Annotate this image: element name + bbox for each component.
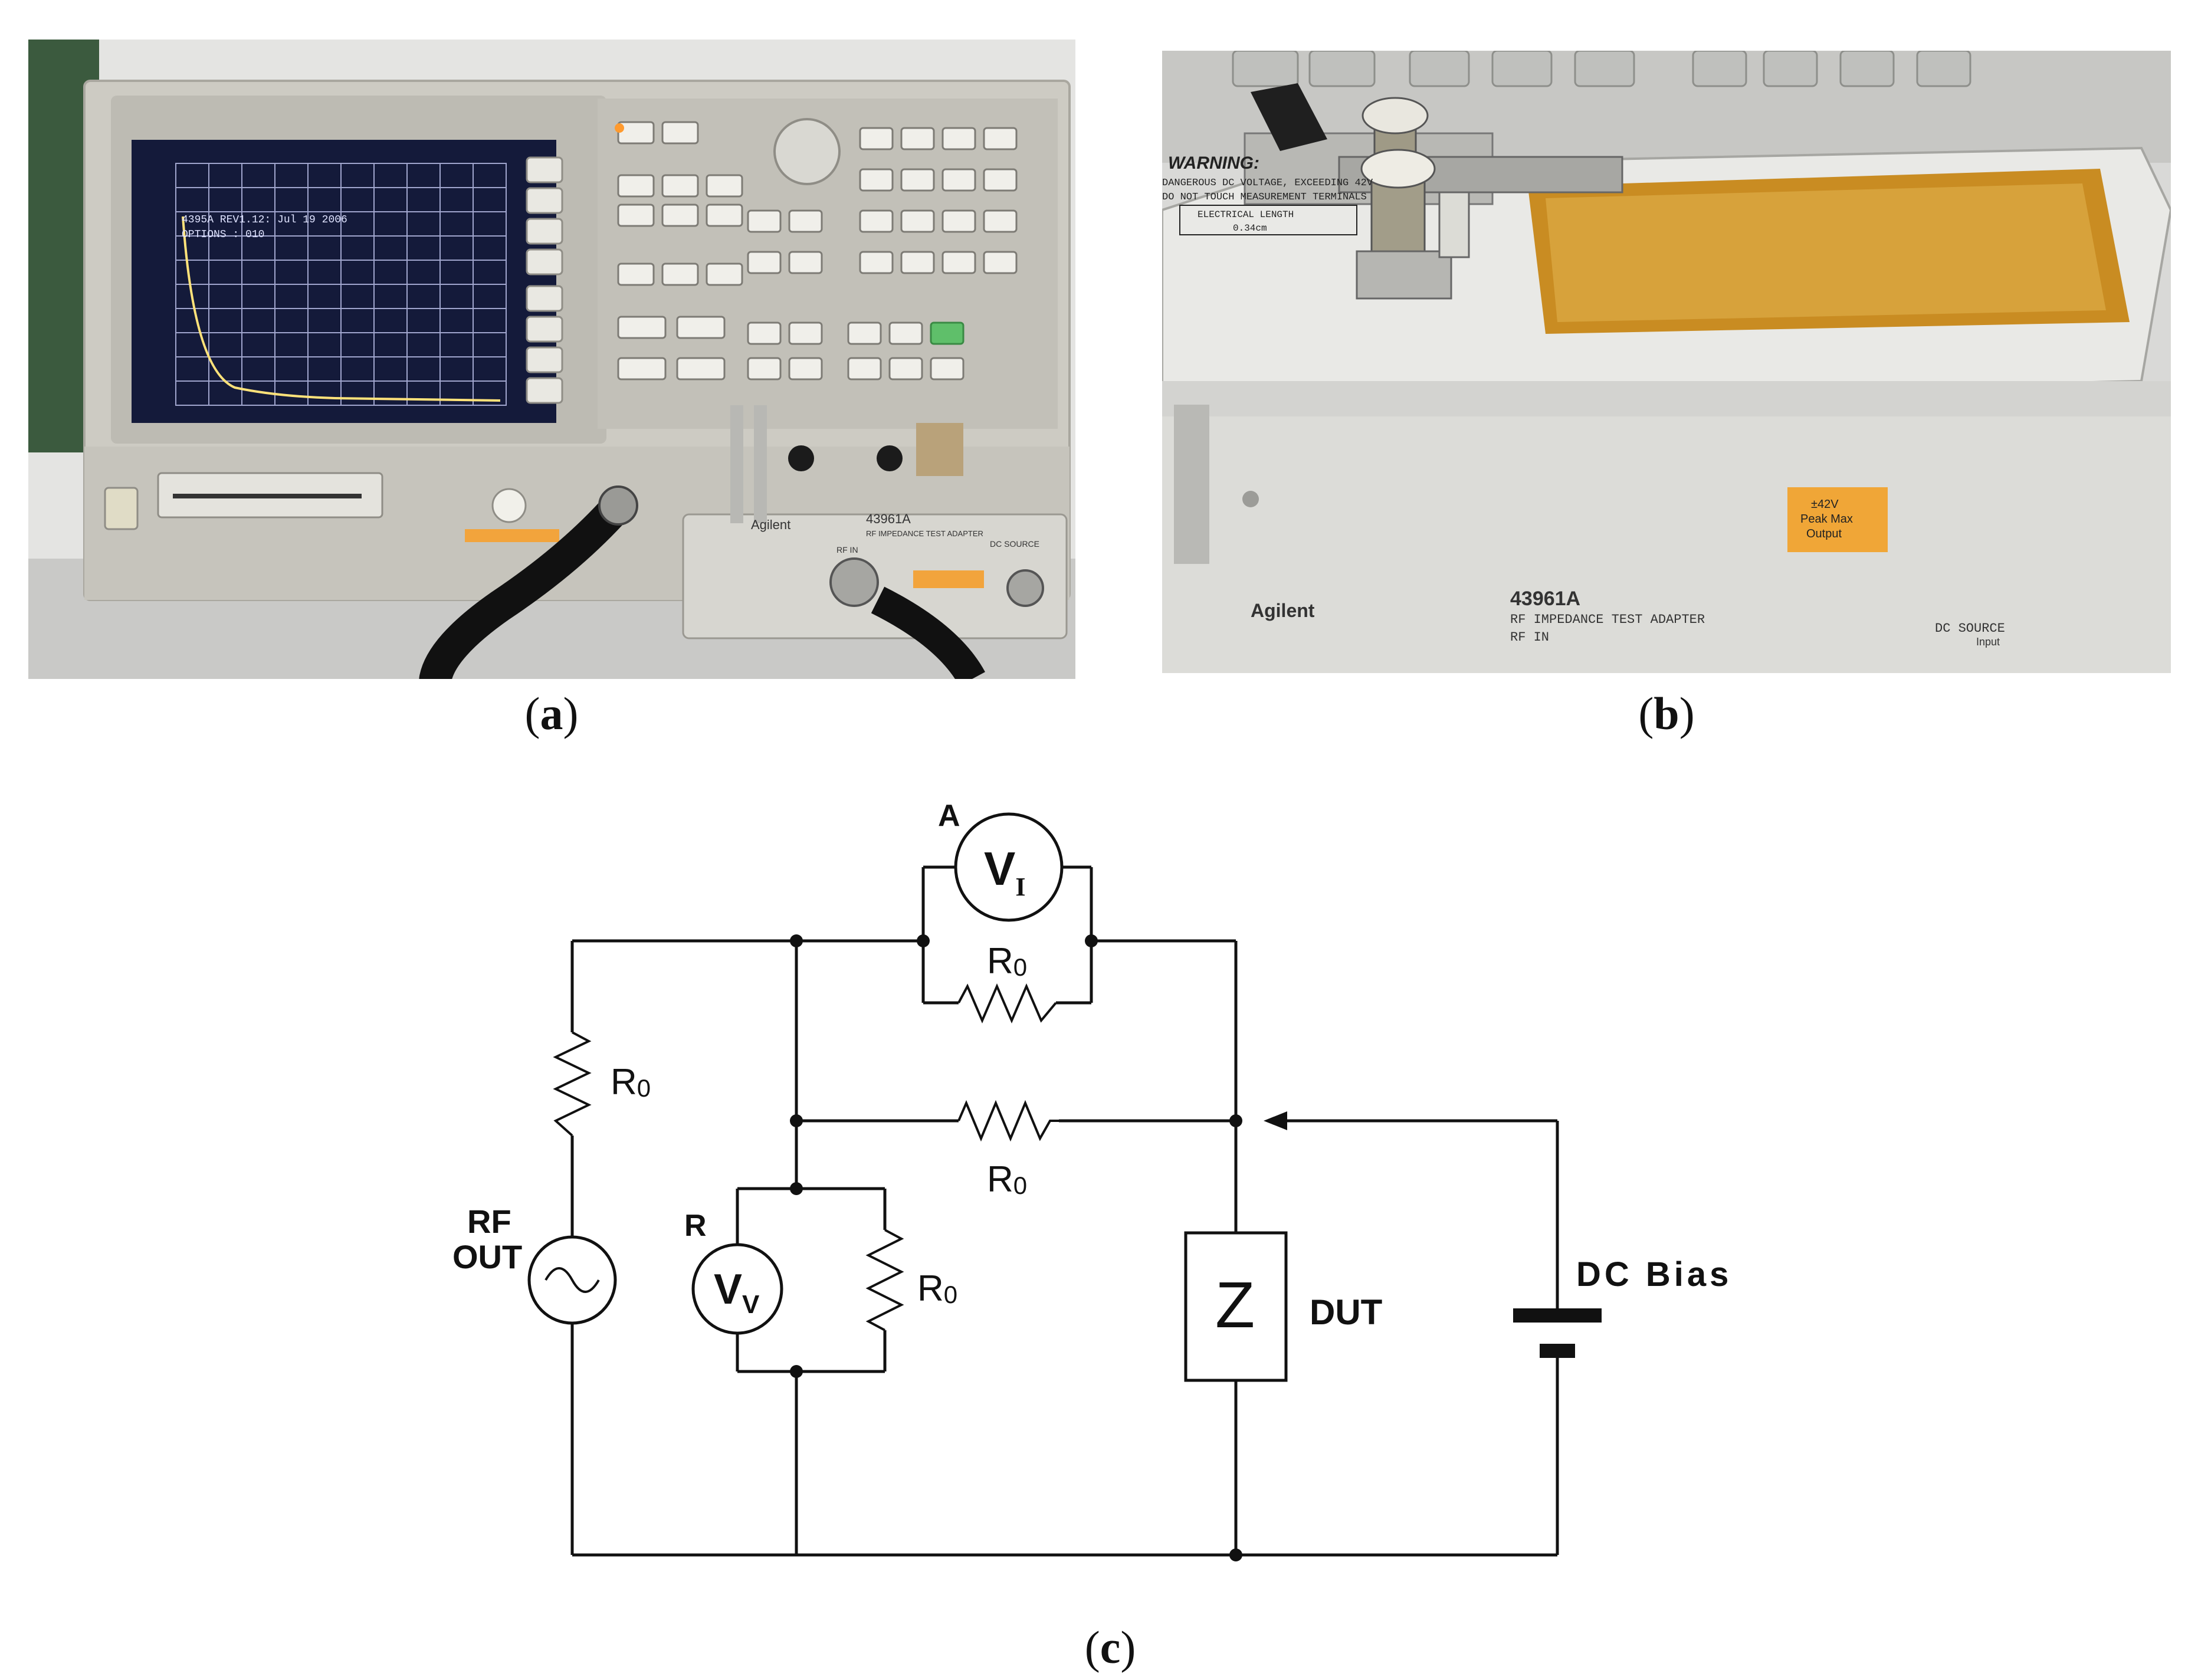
electrical-length-label: ELECTRICAL LENGTH [1198, 209, 1294, 220]
photo-panel-b: WARNING: DANGEROUS DC VOLTAGE, EXCEEDING… [1162, 51, 2171, 673]
meter-a-symbol: VI [984, 842, 1025, 901]
adapter-name-text-b: RF IMPEDANCE TEST ADAPTER [1510, 612, 1705, 627]
adapter-closeup-illustration: WARNING: DANGEROUS DC VOLTAGE, EXCEEDING… [1162, 51, 2171, 673]
battery-long-plate [1513, 1308, 1602, 1323]
adapter-name-text: RF IMPEDANCE TEST ADAPTER [866, 529, 983, 538]
screen-line-1: 4395A REV1.12: Jul 19 2006 [182, 214, 347, 226]
brand-text: Agilent [1251, 600, 1315, 621]
warning-text-1: DANGEROUS DC VOLTAGE, EXCEEDING 42V [1162, 178, 1373, 189]
sticker-line-2: Peak Max [1800, 513, 1853, 526]
voltmeter-r-icon [691, 1243, 783, 1335]
dut-box [1184, 1231, 1288, 1382]
adapter-brand-text: Agilent [751, 517, 790, 532]
sticker-line-1: ±42V [1811, 498, 1839, 511]
meter-a-label: A [938, 799, 960, 833]
circuit-wires [570, 865, 1559, 1557]
meter-r-symbol: VV [714, 1266, 760, 1319]
screen-line-2: OPTIONS : 010 [182, 229, 264, 241]
dc-bias-label: DC Bias [1576, 1255, 1732, 1294]
adapter-dc-source-text: DC SOURCE [990, 539, 1039, 549]
caption-b: (b) [1638, 688, 1695, 739]
analyzer-photo-illustration: Agilent 43961A RF IMPEDANCE TEST ADAPTER… [28, 40, 1075, 679]
dc-bias-arrow-icon [1264, 1111, 1287, 1130]
battery-short-plate [1540, 1344, 1575, 1358]
dc-source-text-b: DC SOURCE [1935, 621, 2005, 636]
caption-a: (a) [524, 688, 579, 739]
sine-wave-icon [544, 1267, 600, 1293]
adapter-rf-in-text: RF IN [836, 545, 858, 554]
resistor-middle [957, 1100, 1059, 1142]
rf-out-label-line2: OUT [452, 1238, 522, 1275]
rf-in-text-b: RF IN [1510, 630, 1549, 645]
resistor-top [957, 983, 1057, 1024]
junction-dots [790, 934, 1242, 1561]
r0-label-right: R0 [917, 1268, 957, 1309]
rf-out-label-line1: RF [467, 1203, 511, 1240]
model-text: 43961A [1510, 588, 1580, 610]
resistor-left [553, 1031, 592, 1137]
voltmeter-a-icon [954, 812, 1064, 922]
electrical-length-value: 0.34cm [1233, 223, 1267, 234]
adapter-model-text: 43961A [866, 511, 911, 526]
input-text-b: Input [1976, 636, 2000, 648]
photo-panel-a: Agilent 43961A RF IMPEDANCE TEST ADAPTER… [28, 40, 1075, 679]
r0-label-top: R0 [987, 941, 1027, 982]
caption-c: (c) [1084, 1622, 1136, 1673]
warning-text-2: DO NOT TOUCH MEASUREMENT TERMINALS [1162, 192, 1367, 203]
resistor-right-of-voltmeter [865, 1229, 904, 1331]
meter-r-label: R [684, 1209, 707, 1243]
warning-title: WARNING: [1168, 153, 1259, 173]
dut-symbol: Z [1215, 1269, 1255, 1341]
dut-label: DUT [1310, 1292, 1382, 1332]
sticker-line-3: Output [1806, 527, 1842, 540]
r0-label-middle: R0 [987, 1159, 1027, 1200]
r0-label-left: R0 [611, 1062, 651, 1102]
